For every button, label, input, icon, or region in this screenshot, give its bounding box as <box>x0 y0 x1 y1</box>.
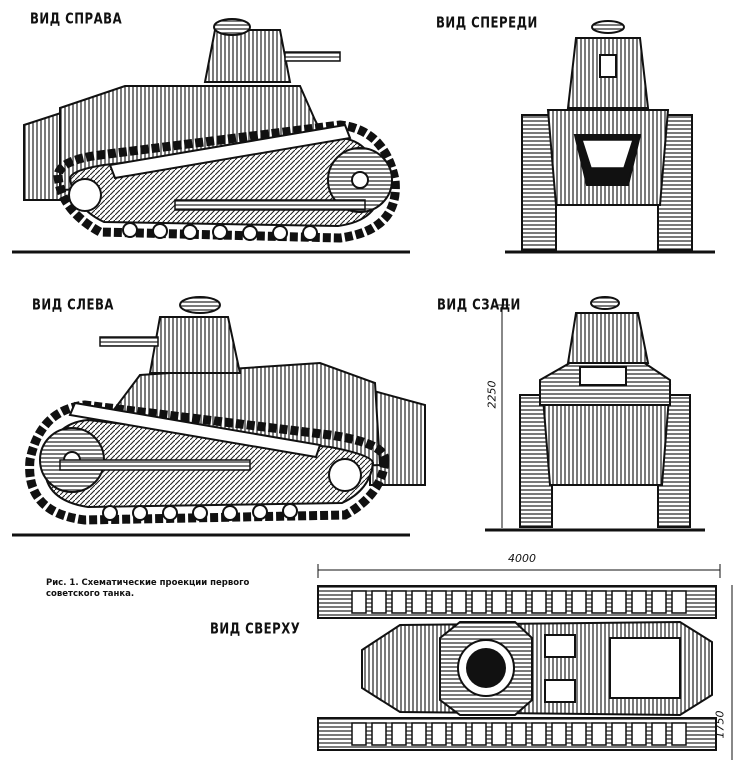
dimension-length: 4000 <box>508 552 536 565</box>
tank-top-view <box>317 564 733 760</box>
tank-left-view <box>12 296 426 537</box>
tank-front-view <box>505 20 715 254</box>
label-left-view: ВИД СЛЕВА <box>32 296 114 315</box>
label-top-view: ВИД СВЕРХУ <box>210 620 301 639</box>
label-front-view: ВИД СПЕРЕДИ <box>436 14 538 33</box>
tank-rear-view <box>485 296 705 532</box>
label-rear-view: ВИД СЗАДИ <box>437 296 521 315</box>
tank-right-view <box>12 18 410 254</box>
label-right-view: ВИД СПРАВА <box>30 10 123 29</box>
figure-caption: Рис. 1. Схематические проекции первого с… <box>46 578 250 599</box>
